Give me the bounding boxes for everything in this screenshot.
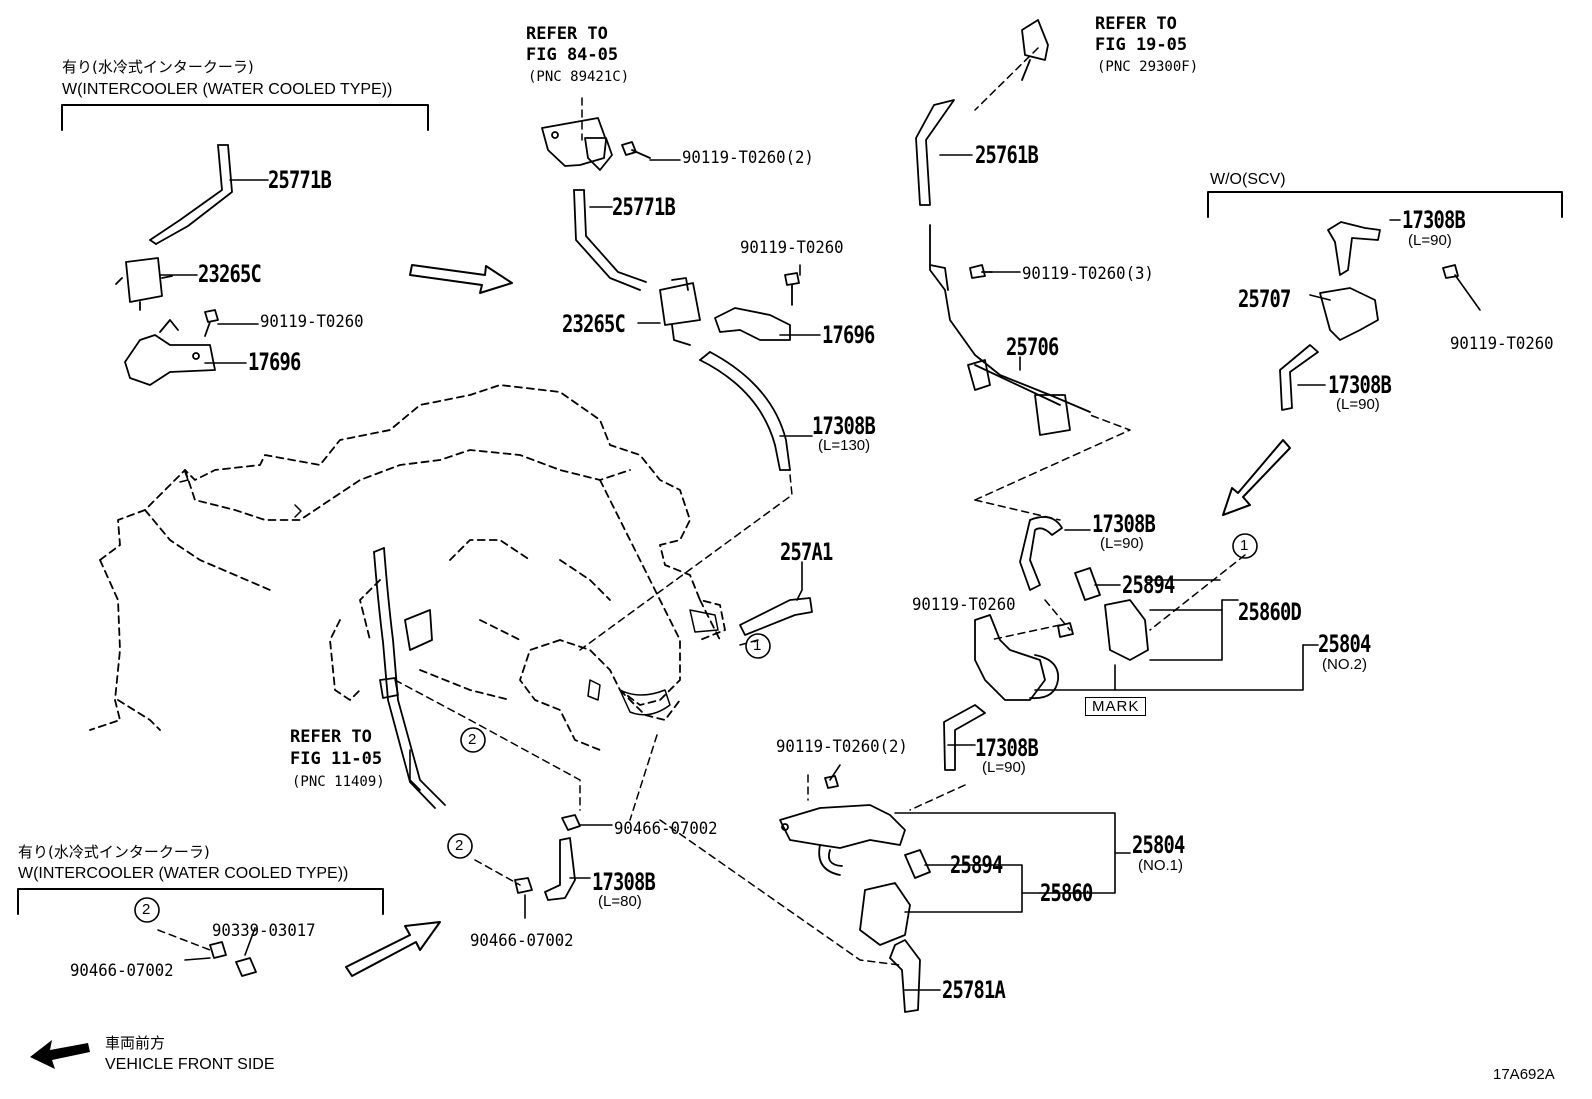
part-25707: 25707 [1238,285,1291,313]
callout-1a: 1 [753,637,762,654]
solid-leaders [159,154,1481,991]
header-right: W/O(SCV) [1210,171,1286,188]
callout-circles [134,533,1258,923]
part-25804-no2: 25804 [1318,630,1371,658]
part-25706: 25706 [1006,333,1059,361]
callout-2a: 2 [468,731,477,748]
refer-11-pnc: (PNC 11409) [292,774,385,790]
label-no1: (NO.1) [1138,857,1183,874]
part-25860: 25860 [1040,879,1093,907]
direction-arrow-3 [345,921,441,977]
footer-en: VEHICLE FRONT SIDE [105,1056,275,1073]
callout-2b: 2 [455,837,464,854]
mark-label: MARK [1085,697,1147,716]
part-25860D: 25860D [1238,598,1302,626]
part-17696-mid: 17696 [822,321,875,349]
part-90466-bottom-left: 90466-07002 [70,961,174,981]
refer-84-pnc: (PNC 89421C) [528,69,630,85]
direction-arrow-1 [409,264,513,294]
footer-jp: 車両前方 [105,1034,166,1052]
length-80: (L=80) [598,893,642,910]
figure-code: 17A692A [1493,1066,1555,1083]
direction-arrow-2 [1222,439,1291,516]
header-top-left-en: W(INTERCOOLER (WATER COOLED TYPE)) [62,81,393,98]
engine-outline [89,384,726,751]
section-brackets [17,104,1563,915]
header-bottom-left-jp: 有り(水冷式インタークーラ) [18,843,210,861]
part-25771B-mid: 25771B [612,193,676,221]
part-17308B-130: 17308B [812,412,876,440]
part-90119-2-top: 90119-T0260(2) [682,148,814,168]
hoses [149,99,1381,1013]
part-17308B-80: 17308B [592,868,656,896]
part-25771B-left: 25771B [268,166,332,194]
part-25761B: 25761B [975,141,1039,169]
part-25894-lower: 25894 [950,851,1003,879]
header-bottom-left-en: W(INTERCOOLER (WATER COOLED TYPE)) [18,865,349,882]
part-90119-2-lower: 90119-T0260(2) [776,737,908,757]
refer-19-pnc: (PNC 29300F) [1097,59,1199,75]
part-90119-mid-right: 90119-T0260 [912,595,1016,615]
part-90119-3: 90119-T0260(3) [1022,264,1154,284]
refer-84-line1: REFER TO [526,24,608,44]
length-130: (L=130) [818,437,871,454]
part-17308B-right-bottom: 17308B [1328,371,1392,399]
refer-84-line2: FIG 84-05 [526,45,619,65]
refer-11-line1: REFER TO [290,727,372,747]
callout-1b: 1 [1240,537,1249,554]
part-90339: 90339-03017 [212,921,316,941]
part-90119-mid: 90119-T0260 [740,238,844,258]
part-90466-lower-mid: 90466-07002 [470,931,574,951]
part-23265C-mid: 23265C [562,310,626,338]
part-25894-upper: 25894 [1122,571,1175,599]
callout-2c: 2 [142,901,151,918]
label-no2: (NO.2) [1322,656,1367,673]
part-17308B-mid-upper: 17308B [1092,510,1156,538]
part-90466-mid: 90466-07002 [614,819,718,839]
part-257A1: 257A1 [780,538,833,566]
dashed-leaders [157,47,1246,966]
length-mid-upper: (L=90) [1100,535,1144,552]
refer-19-line2: FIG 19-05 [1095,35,1188,55]
part-23265C-left: 23265C [198,260,262,288]
part-17696-left: 17696 [248,348,301,376]
length-right-bottom: (L=90) [1336,396,1380,413]
part-25781A: 25781A [942,976,1006,1004]
part-90119-left: 90119-T0260 [260,312,364,332]
part-17308B-mid-lower: 17308B [975,734,1039,762]
part-17308B-right-top: 17308B [1402,206,1466,234]
length-right-top: (L=90) [1408,232,1452,249]
refer-19-line1: REFER TO [1095,14,1177,34]
refer-11-line2: FIG 11-05 [290,749,383,769]
part-90119-right: 90119-T0260 [1450,334,1554,354]
header-top-left-jp: 有り(水冷式インタークーラ) [62,58,254,76]
engine-details [179,471,719,716]
vehicle-front-arrow [30,1040,90,1069]
part-25804-no1: 25804 [1132,831,1185,859]
component-shapes [115,19,1459,977]
length-mid-lower: (L=90) [982,759,1026,776]
